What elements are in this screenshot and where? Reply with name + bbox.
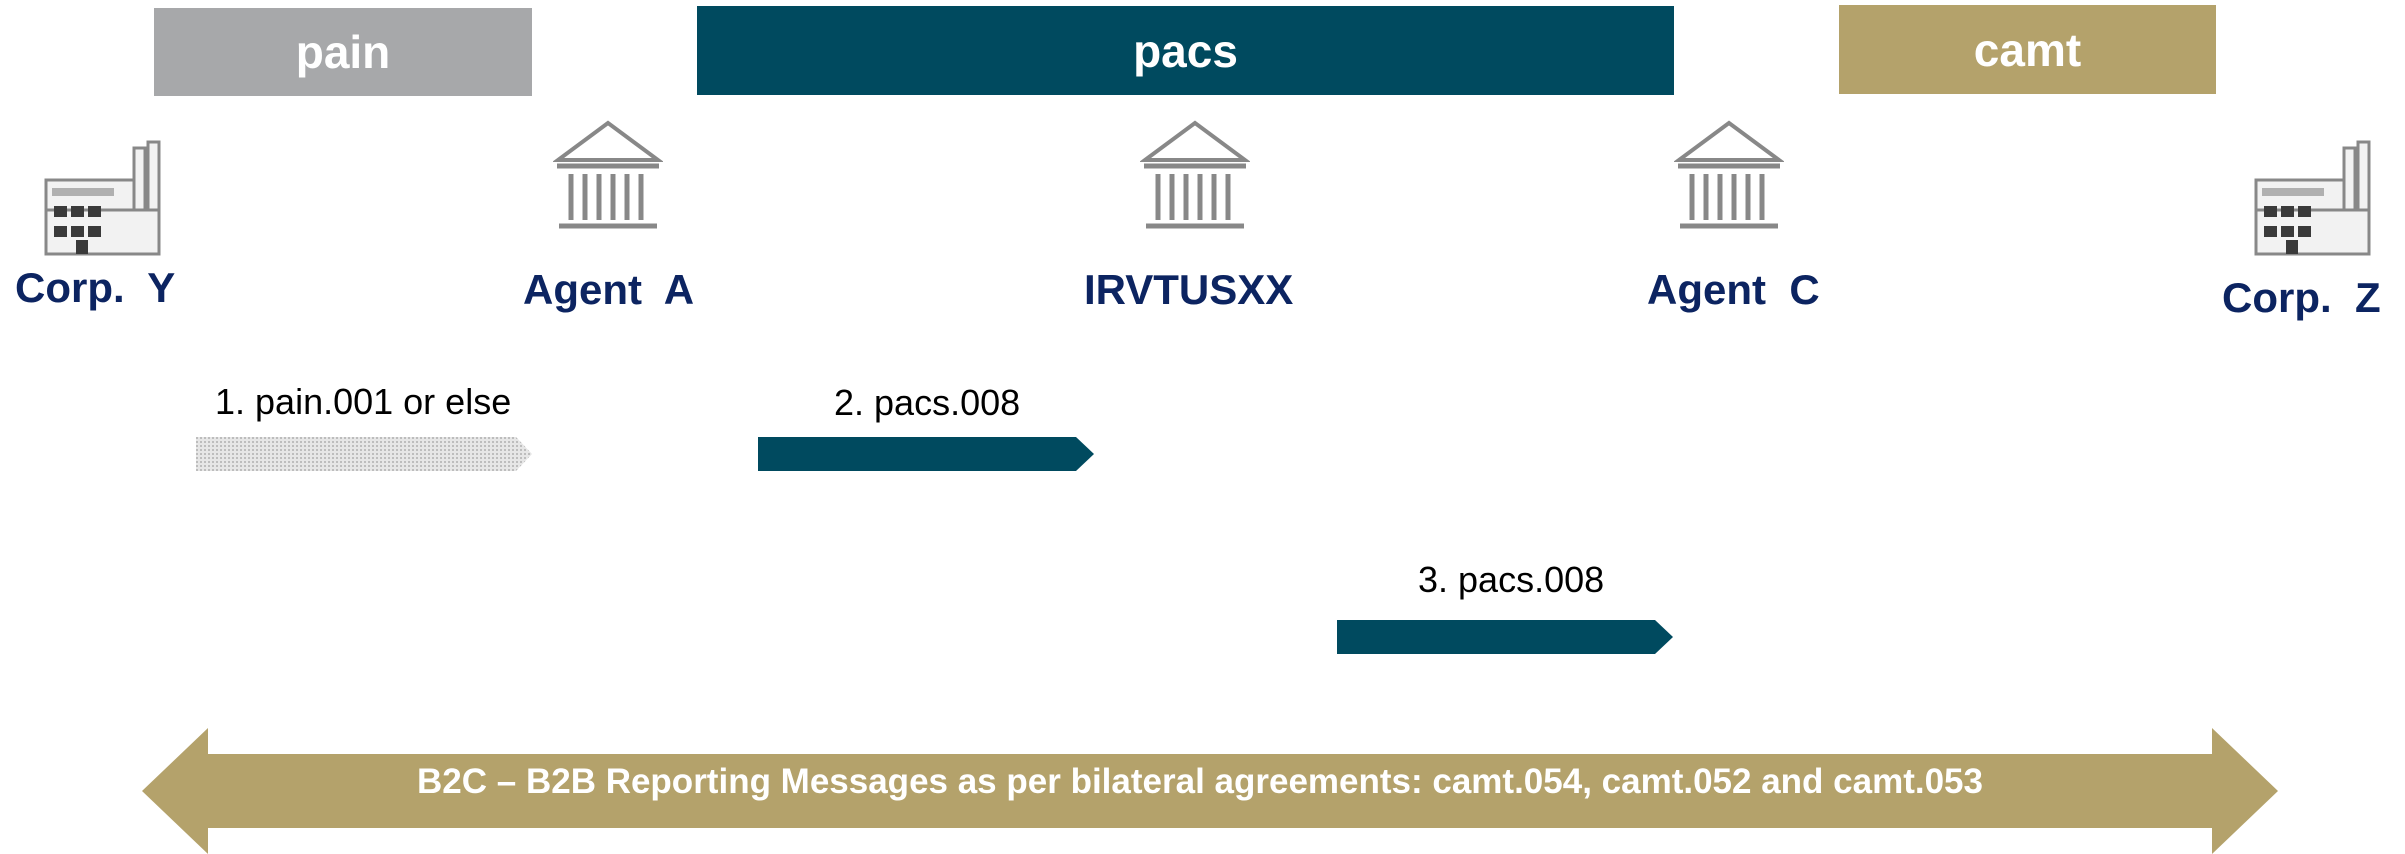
party-label-agent-a: Agent A: [523, 266, 695, 313]
party-label-agent-c: Agent C: [1647, 266, 1820, 313]
party-label-corp-z: Corp. Z: [2222, 274, 2381, 321]
message-arrow-pacs008-2: [1337, 620, 1673, 654]
message-label-pacs008-1: 2. pacs.008: [834, 382, 1021, 423]
message-label-pacs008-2: 3. pacs.008: [1418, 559, 1605, 600]
pain-band-label: pain: [295, 26, 391, 78]
camt-band: camt: [1839, 5, 2216, 94]
camt-band-label: camt: [1973, 23, 2082, 76]
pain-band: pain: [154, 8, 532, 96]
factory-icon: [44, 140, 161, 256]
bank-icon: [1140, 118, 1250, 230]
message-arrow-pain001: [196, 437, 532, 471]
party-label-corp-y: Corp. Y: [15, 264, 176, 311]
bank-icon: [553, 118, 663, 230]
pacs-band-label: pacs: [1133, 24, 1238, 77]
pacs-band: pacs: [697, 6, 1674, 95]
message-label-pain001: 1. pain.001 or else: [215, 381, 512, 422]
party-label-irvtusxx: IRVTUSXX: [1084, 266, 1294, 313]
reporting-label: B2C – B2B Reporting Messages as per bila…: [417, 762, 1983, 801]
reporting-double-arrow: [142, 728, 2278, 854]
bank-icon: [1674, 118, 1784, 230]
factory-icon: [2254, 140, 2371, 256]
message-arrow-pacs008-1: [758, 437, 1094, 471]
